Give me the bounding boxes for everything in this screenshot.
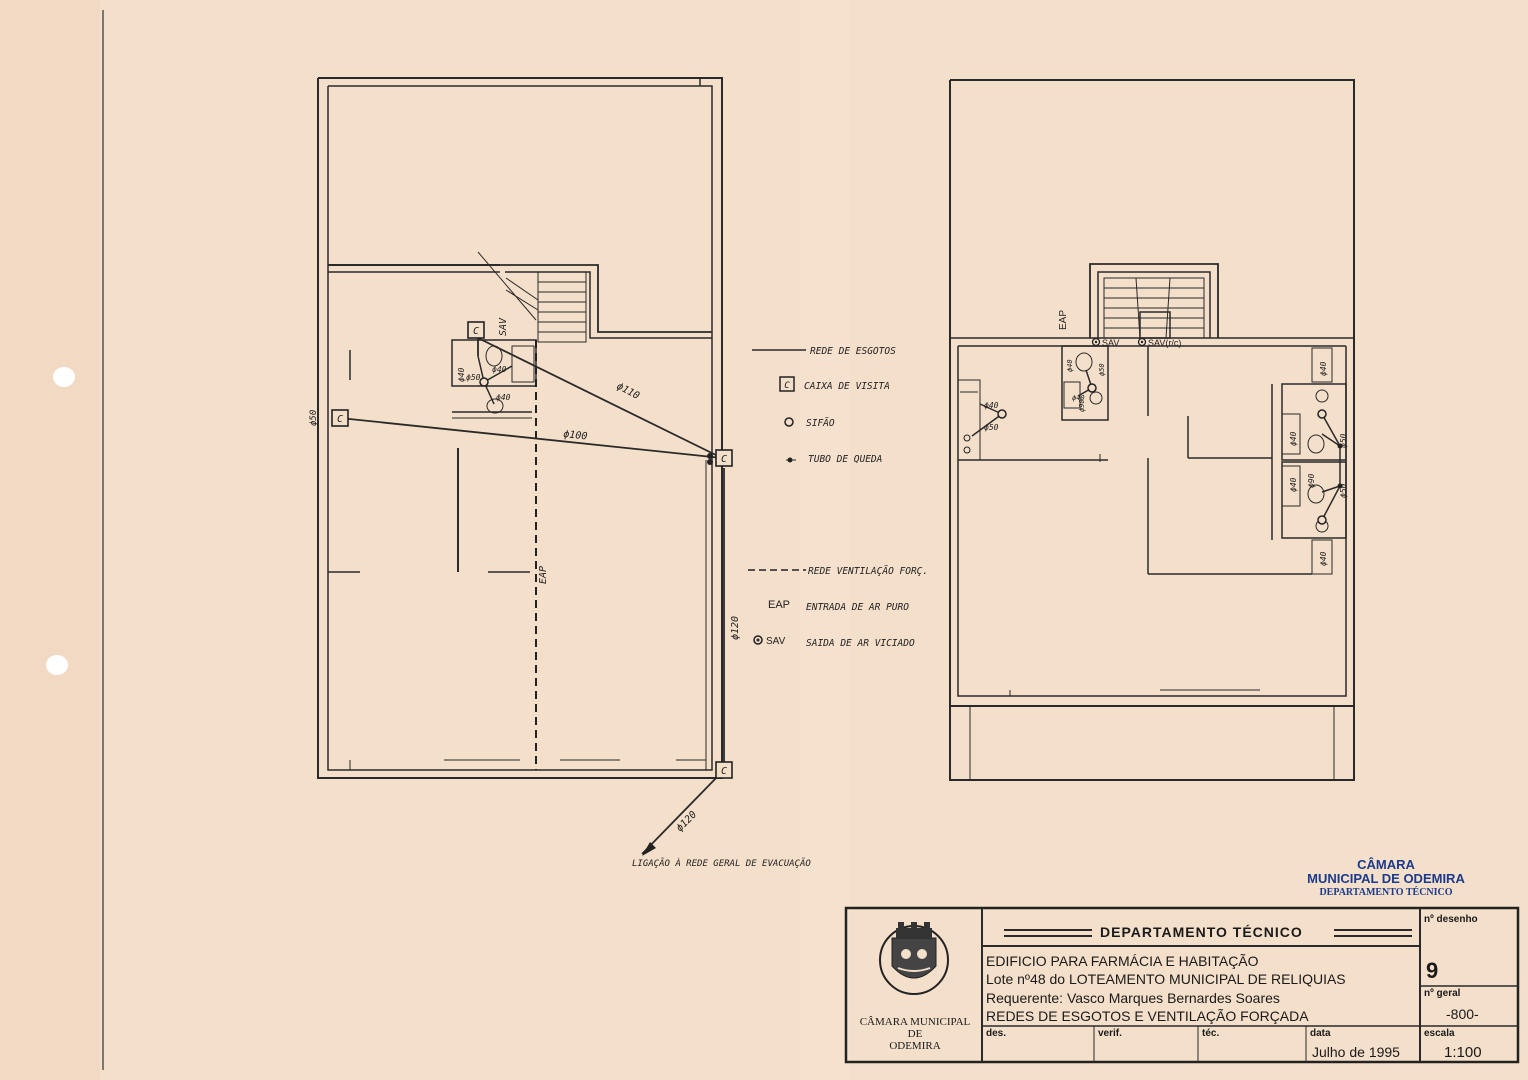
punch-hole-bottom — [46, 655, 68, 675]
label-right-pipe-50-kitchen: ϕ50 — [984, 423, 999, 432]
legend-sav-abbr: SAV — [766, 636, 786, 647]
department-stamp: CÂMARA MUNICIPAL DE ODEMIRA DEPARTAMENTO… — [1298, 858, 1474, 900]
caixa-visita-4: C — [715, 761, 733, 779]
label-pipe-40-c: ϕ40 — [496, 393, 511, 402]
stamp-line-3: DEPARTAMENTO TÉCNICO — [1319, 887, 1453, 898]
des-label: des. — [986, 1028, 1007, 1039]
project-line-4: REDES DE ESGOTOS E VENTILAÇÃO FORÇADA — [986, 1008, 1309, 1024]
svg-text:C: C — [337, 414, 343, 425]
n-geral-value: -800- — [1446, 1006, 1479, 1022]
legend-sifao: SIFÃO — [806, 418, 835, 429]
label-right-pipe-40-b: ϕ40 — [1289, 477, 1298, 492]
data-label: data — [1310, 1028, 1331, 1039]
project-line-3: Requerente: Vasco Marques Bernardes Soar… — [986, 990, 1280, 1006]
right-floor-plan — [949, 79, 1355, 781]
caixa-visita-2: C — [331, 409, 349, 427]
label-sav-left: SAV — [498, 317, 509, 336]
label-pipe-50: ϕ50 — [309, 410, 319, 426]
label-right-pipe-90-b: ϕ90 — [1307, 473, 1316, 488]
label-sav-right: SAV — [1102, 338, 1119, 348]
legend-caixa-visita: CAIXA DE VISITA — [804, 381, 890, 392]
label-sav-rc: SAV(r/c) — [1148, 338, 1181, 348]
label-eap-right: EAP — [1058, 310, 1069, 330]
tec-label: téc. — [1202, 1028, 1220, 1039]
n-geral-label: nº geral — [1424, 988, 1461, 999]
caixa-visita-3: C — [715, 449, 733, 467]
label-pipe-100: ϕ100 — [563, 429, 588, 442]
escala-value: 1:100 — [1444, 1044, 1482, 1061]
legend-sav-label: SAIDA DE AR VICIADO — [806, 638, 915, 649]
department-title: DEPARTAMENTO TÉCNICO — [1100, 924, 1303, 940]
svg-text:C: C — [721, 766, 727, 777]
svg-text:C: C — [784, 381, 790, 391]
project-line-1: EDIFICIO PARA FARMÁCIA E HABITAÇÃO — [986, 953, 1259, 969]
label-right-pipe-40-kitchen: ϕ40 — [984, 401, 999, 410]
legend: REDE DE ESGOTOS C CAIXA DE VISITA SIFÃO … — [748, 346, 928, 649]
legend-rede-esgotos: REDE DE ESGOTOS — [810, 346, 896, 357]
legend-tubo-queda: TUBO DE QUEDA — [808, 454, 882, 465]
svg-text:C: C — [721, 454, 727, 465]
n-desenho-value: 9 — [1426, 958, 1439, 983]
legend-eap-label: ENTRADA DE AR PURO — [806, 602, 909, 613]
label-pipe-40-a: ϕ40 — [457, 367, 466, 382]
legend-rede-ventilacao: REDE VENTILAÇÃO FORÇ. — [808, 566, 928, 577]
label-pipe-120-vertical: ϕ120 — [730, 616, 741, 640]
left-floor-plan — [317, 77, 723, 779]
label-right-pipe-40-wc1: ϕ40 — [1066, 359, 1074, 372]
label-right-pipe-40-a: ϕ40 — [1289, 431, 1298, 446]
logo-line-2: DE — [907, 1028, 923, 1040]
verif-label: verif. — [1098, 1028, 1122, 1039]
data-value: Julho de 1995 — [1312, 1044, 1400, 1060]
label-right-pipe-50-a: ϕ50 — [1339, 433, 1348, 448]
logo-line-3: ODEMIRA — [889, 1040, 941, 1052]
legend-eap-abbr: EAP — [768, 599, 790, 611]
n-desenho-label: nº desenho — [1424, 914, 1478, 925]
logo-line-1: CÂMARA MUNICIPAL — [859, 1016, 971, 1028]
label-pipe-50-b: ϕ50 — [466, 373, 481, 382]
label-right-pipe-90-wc1: ϕ90 — [1078, 399, 1086, 412]
label-ligacao: LIGAÇÃO À REDE GERAL DE EVACUAÇÃO — [632, 857, 811, 869]
title-block — [844, 906, 1520, 1064]
label-right-pipe-40-wc1b: ϕ40 — [1072, 394, 1085, 402]
logo-caption: CÂMARA MUNICIPAL DE ODEMIRA — [852, 1016, 978, 1052]
right-sewer-network — [971, 337, 1343, 525]
label-right-pipe-40-bottom: ϕ40 — [1319, 551, 1328, 566]
label-right-pipe-40-top: ϕ40 — [1319, 361, 1328, 376]
escala-label: escala — [1424, 1028, 1455, 1039]
stamp-line-1: CÂMARA — [1357, 857, 1415, 872]
left-sewer-network — [339, 337, 725, 856]
label-pipe-40-b: ϕ40 — [492, 365, 507, 374]
punch-hole-top — [53, 367, 75, 387]
label-right-pipe-50-wc1: ϕ50 — [1098, 363, 1106, 376]
caixa-visita-1: C — [467, 321, 485, 339]
label-eap-left: EAP — [538, 566, 549, 584]
project-line-2: Lote nº48 do LOTEAMENTO MUNICIPAL DE REL… — [986, 971, 1346, 987]
label-right-pipe-50-b: ϕ50 — [1339, 483, 1348, 498]
municipal-coat-of-arms — [879, 922, 949, 995]
svg-text:C: C — [473, 326, 479, 337]
stamp-line-2: MUNICIPAL DE ODEMIRA — [1307, 871, 1465, 886]
